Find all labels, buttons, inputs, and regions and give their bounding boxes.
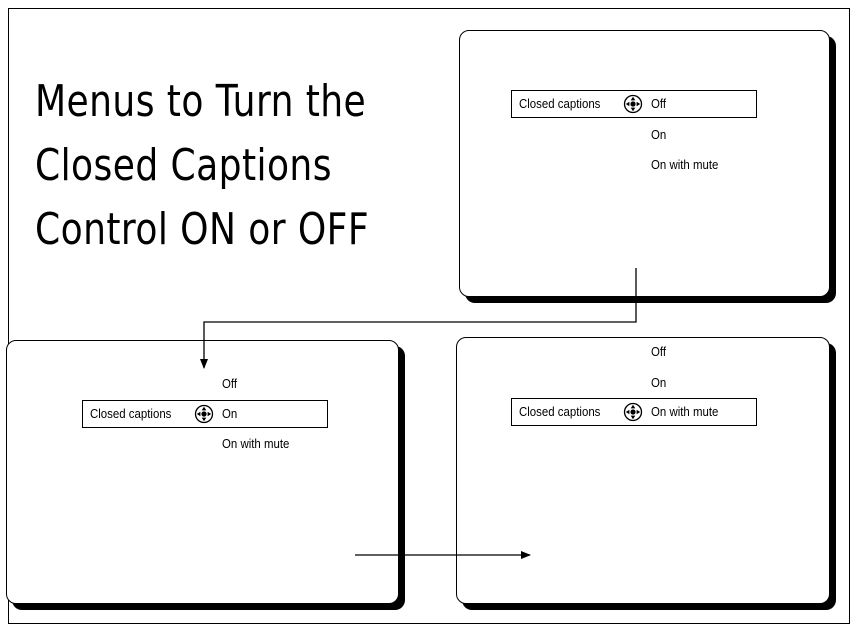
title-line-1: Menus to Turn the [35, 76, 367, 127]
closed-captions-label: Closed captions [519, 96, 601, 111]
selection-highlight [511, 90, 757, 118]
closed-captions-label: Closed captions [90, 406, 172, 421]
option-on: On [222, 406, 238, 421]
screen-caption-off: Closed captions Off On On with mute [459, 30, 830, 297]
option-on-with-mute: On with mute [651, 157, 719, 172]
diagram-frame [8, 8, 850, 624]
option-on: On [651, 375, 667, 390]
option-on: On [651, 127, 667, 142]
title-line-3: Control ON or OFF [35, 204, 370, 255]
navigation-pad-icon [623, 94, 643, 114]
diagram-title: Menus to Turn the Closed Captions Contro… [35, 70, 369, 262]
selection-highlight [511, 398, 757, 426]
option-on-with-mute: On with mute [651, 404, 719, 419]
option-off: Off [651, 344, 667, 359]
closed-captions-label: Closed captions [519, 404, 601, 419]
navigation-pad-icon [194, 404, 214, 424]
selection-highlight [82, 400, 328, 428]
option-off: Off [651, 96, 667, 111]
title-line-2: Closed Captions [35, 140, 332, 191]
option-on-with-mute: On with mute [222, 436, 290, 451]
screen-caption-on-with-mute: Off On Closed captions On with mute [456, 337, 830, 604]
navigation-pad-icon [623, 402, 643, 422]
option-off: Off [222, 376, 238, 391]
screen-caption-on: Off Closed captions On On with mute [6, 340, 399, 604]
